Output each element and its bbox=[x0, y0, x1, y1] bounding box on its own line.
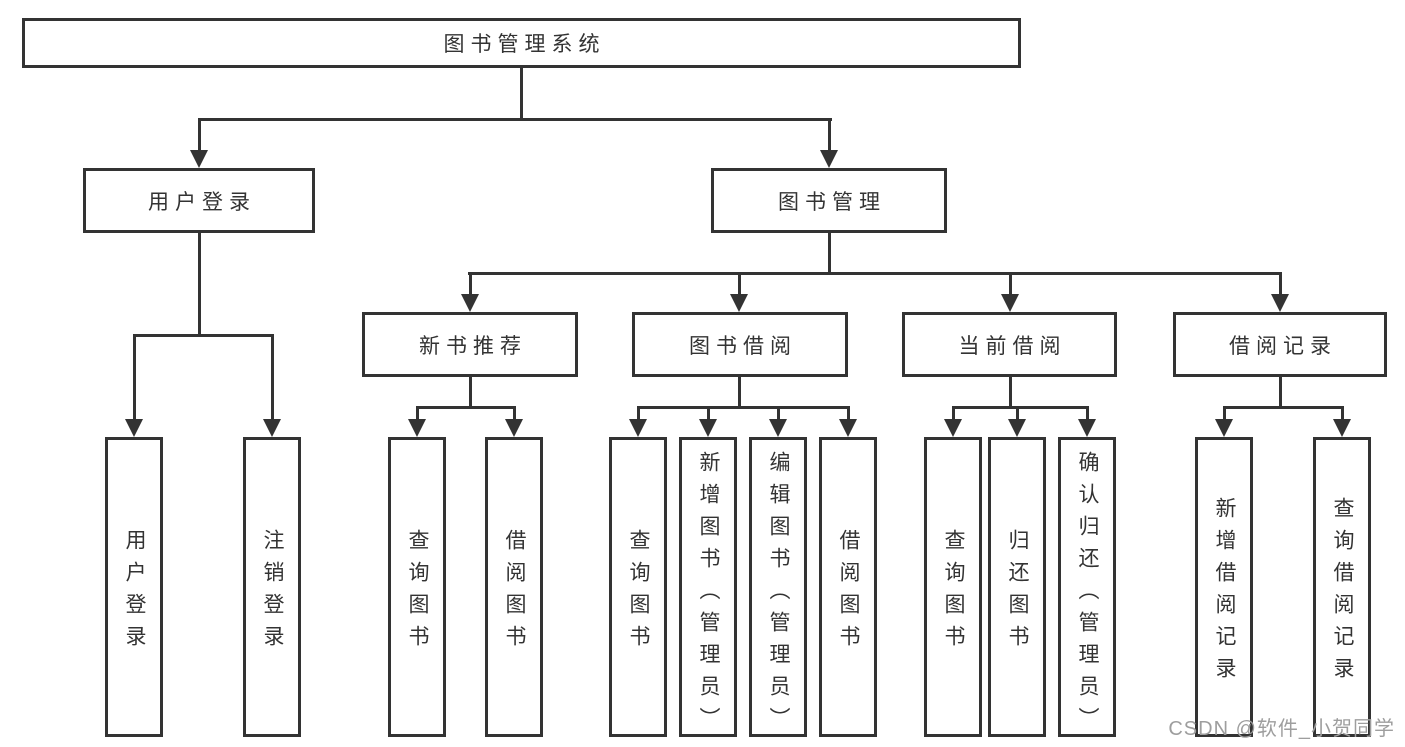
leaf-bb-add-book-admin: 新增图书（管理员） bbox=[679, 437, 737, 739]
arrowhead-leaf-logout bbox=[263, 419, 281, 437]
connector-current-borrow-rail bbox=[952, 406, 1088, 409]
node-new-book-rec: 新书推荐 bbox=[362, 312, 578, 377]
leaf-label: 查询图书 bbox=[627, 528, 650, 657]
arrowhead-user-login bbox=[190, 150, 208, 168]
leaf-br-add-record: 新增借阅记录 bbox=[1195, 437, 1253, 737]
leaf-label: 确认归还（管理员） bbox=[1076, 451, 1099, 739]
arrowhead-br-query bbox=[1333, 419, 1351, 437]
node-label: 借阅记录 bbox=[1229, 334, 1337, 358]
arrowhead-cb-query bbox=[944, 419, 962, 437]
node-book-borrow: 图书借阅 bbox=[632, 312, 848, 377]
node-label: 用户登录 bbox=[148, 190, 256, 214]
connector-drop-cb-confirm bbox=[1086, 406, 1089, 421]
connector-new-book-rec-rail bbox=[416, 406, 516, 409]
arrowhead-borrow-record bbox=[1271, 294, 1289, 312]
arrowhead-cb-return bbox=[1008, 419, 1026, 437]
connector-root-rail bbox=[198, 118, 832, 121]
leaf-label: 新增借阅记录 bbox=[1213, 496, 1236, 689]
connector-drop-nb-query bbox=[416, 406, 419, 421]
connector-drop-book-borrow bbox=[738, 272, 741, 298]
node-book-mgmt: 图书管理 bbox=[711, 168, 947, 233]
connector-drop-leaf-logout bbox=[271, 334, 274, 422]
connector-drop-br-add bbox=[1223, 406, 1226, 421]
connector-drop-nb-borrow bbox=[513, 406, 516, 421]
arrowhead-cb-confirm bbox=[1078, 419, 1096, 437]
arrowhead-leaf-login bbox=[125, 419, 143, 437]
connector-book-borrow-rail bbox=[637, 406, 849, 409]
connector-borrow-record-stem bbox=[1279, 377, 1282, 408]
leaf-nb-query-book: 查询图书 bbox=[388, 437, 446, 737]
connector-borrow-record-rail bbox=[1223, 406, 1343, 409]
arrowhead-new-book-rec bbox=[461, 294, 479, 312]
node-current-borrow: 当前借阅 bbox=[902, 312, 1117, 377]
arrowhead-bb-borrow bbox=[839, 419, 857, 437]
arrowhead-nb-query bbox=[408, 419, 426, 437]
connector-drop-bb-add bbox=[707, 406, 710, 421]
leaf-bb-borrow-book: 借阅图书 bbox=[819, 437, 877, 737]
connector-book-mgmt-stem bbox=[828, 233, 831, 274]
connector-drop-bb-query bbox=[637, 406, 640, 421]
leaf-label: 注销登录 bbox=[261, 528, 284, 657]
connector-book-borrow-stem bbox=[738, 377, 741, 408]
connector-drop-bb-borrow bbox=[847, 406, 850, 421]
leaf-user-login: 用户登录 bbox=[105, 437, 163, 737]
leaf-label: 借阅图书 bbox=[837, 528, 860, 657]
connector-drop-user-login bbox=[198, 118, 201, 154]
arrowhead-br-add bbox=[1215, 419, 1233, 437]
leaf-label: 查询图书 bbox=[942, 528, 965, 657]
leaf-label: 用户登录 bbox=[123, 528, 146, 657]
leaf-label: 查询借阅记录 bbox=[1331, 496, 1354, 689]
node-label: 图书管理 bbox=[778, 190, 886, 214]
leaf-label: 新增图书（管理员） bbox=[697, 451, 720, 739]
arrowhead-nb-borrow bbox=[505, 419, 523, 437]
connector-drop-book-mgmt bbox=[828, 118, 831, 154]
csdn-watermark: CSDN @软件_小贺同学 bbox=[1168, 718, 1395, 740]
arrowhead-current-borrow bbox=[1001, 294, 1019, 312]
connector-drop-new-book-rec bbox=[469, 272, 472, 298]
node-library-management-system: 图书管理系统 bbox=[22, 18, 1021, 68]
leaf-cb-confirm-return-admin: 确认归还（管理员） bbox=[1058, 437, 1116, 739]
connector-book-mgmt-rail bbox=[468, 272, 1282, 275]
arrowhead-bb-edit bbox=[769, 419, 787, 437]
connector-drop-cb-query bbox=[952, 406, 955, 421]
connector-drop-leaf-login bbox=[133, 334, 136, 422]
connector-user-login-rail bbox=[133, 334, 274, 337]
leaf-bb-edit-book-admin: 编辑图书（管理员） bbox=[749, 437, 807, 739]
leaf-label: 借阅图书 bbox=[503, 528, 526, 657]
node-label: 图书借阅 bbox=[689, 334, 797, 358]
leaf-nb-borrow-book: 借阅图书 bbox=[485, 437, 543, 737]
leaf-label: 编辑图书（管理员） bbox=[767, 451, 790, 739]
connector-user-login-stem bbox=[198, 233, 201, 336]
arrowhead-bb-query bbox=[629, 419, 647, 437]
arrowhead-book-mgmt bbox=[820, 150, 838, 168]
connector-new-book-rec-stem bbox=[469, 377, 472, 408]
leaf-logout: 注销登录 bbox=[243, 437, 301, 737]
node-label: 图书管理系统 bbox=[443, 33, 606, 56]
node-label: 当前借阅 bbox=[958, 334, 1067, 358]
connector-drop-current-borrow bbox=[1009, 272, 1012, 298]
node-borrow-record: 借阅记录 bbox=[1173, 312, 1387, 377]
connector-root-stem bbox=[520, 68, 523, 120]
leaf-bb-query-book: 查询图书 bbox=[609, 437, 667, 737]
node-user-login: 用户登录 bbox=[83, 168, 315, 233]
connector-drop-bb-edit bbox=[777, 406, 780, 421]
connector-drop-borrow-record bbox=[1279, 272, 1282, 298]
leaf-br-query-record: 查询借阅记录 bbox=[1313, 437, 1371, 737]
connector-drop-br-query bbox=[1341, 406, 1344, 421]
arrowhead-bb-add bbox=[699, 419, 717, 437]
connector-current-borrow-stem bbox=[1009, 377, 1012, 408]
leaf-label: 查询图书 bbox=[406, 528, 429, 657]
leaf-label: 归还图书 bbox=[1006, 528, 1029, 657]
node-label: 新书推荐 bbox=[419, 334, 527, 358]
leaf-cb-query-book: 查询图书 bbox=[924, 437, 982, 737]
leaf-cb-return-book: 归还图书 bbox=[988, 437, 1046, 737]
arrowhead-book-borrow bbox=[730, 294, 748, 312]
connector-drop-cb-return bbox=[1016, 406, 1019, 421]
